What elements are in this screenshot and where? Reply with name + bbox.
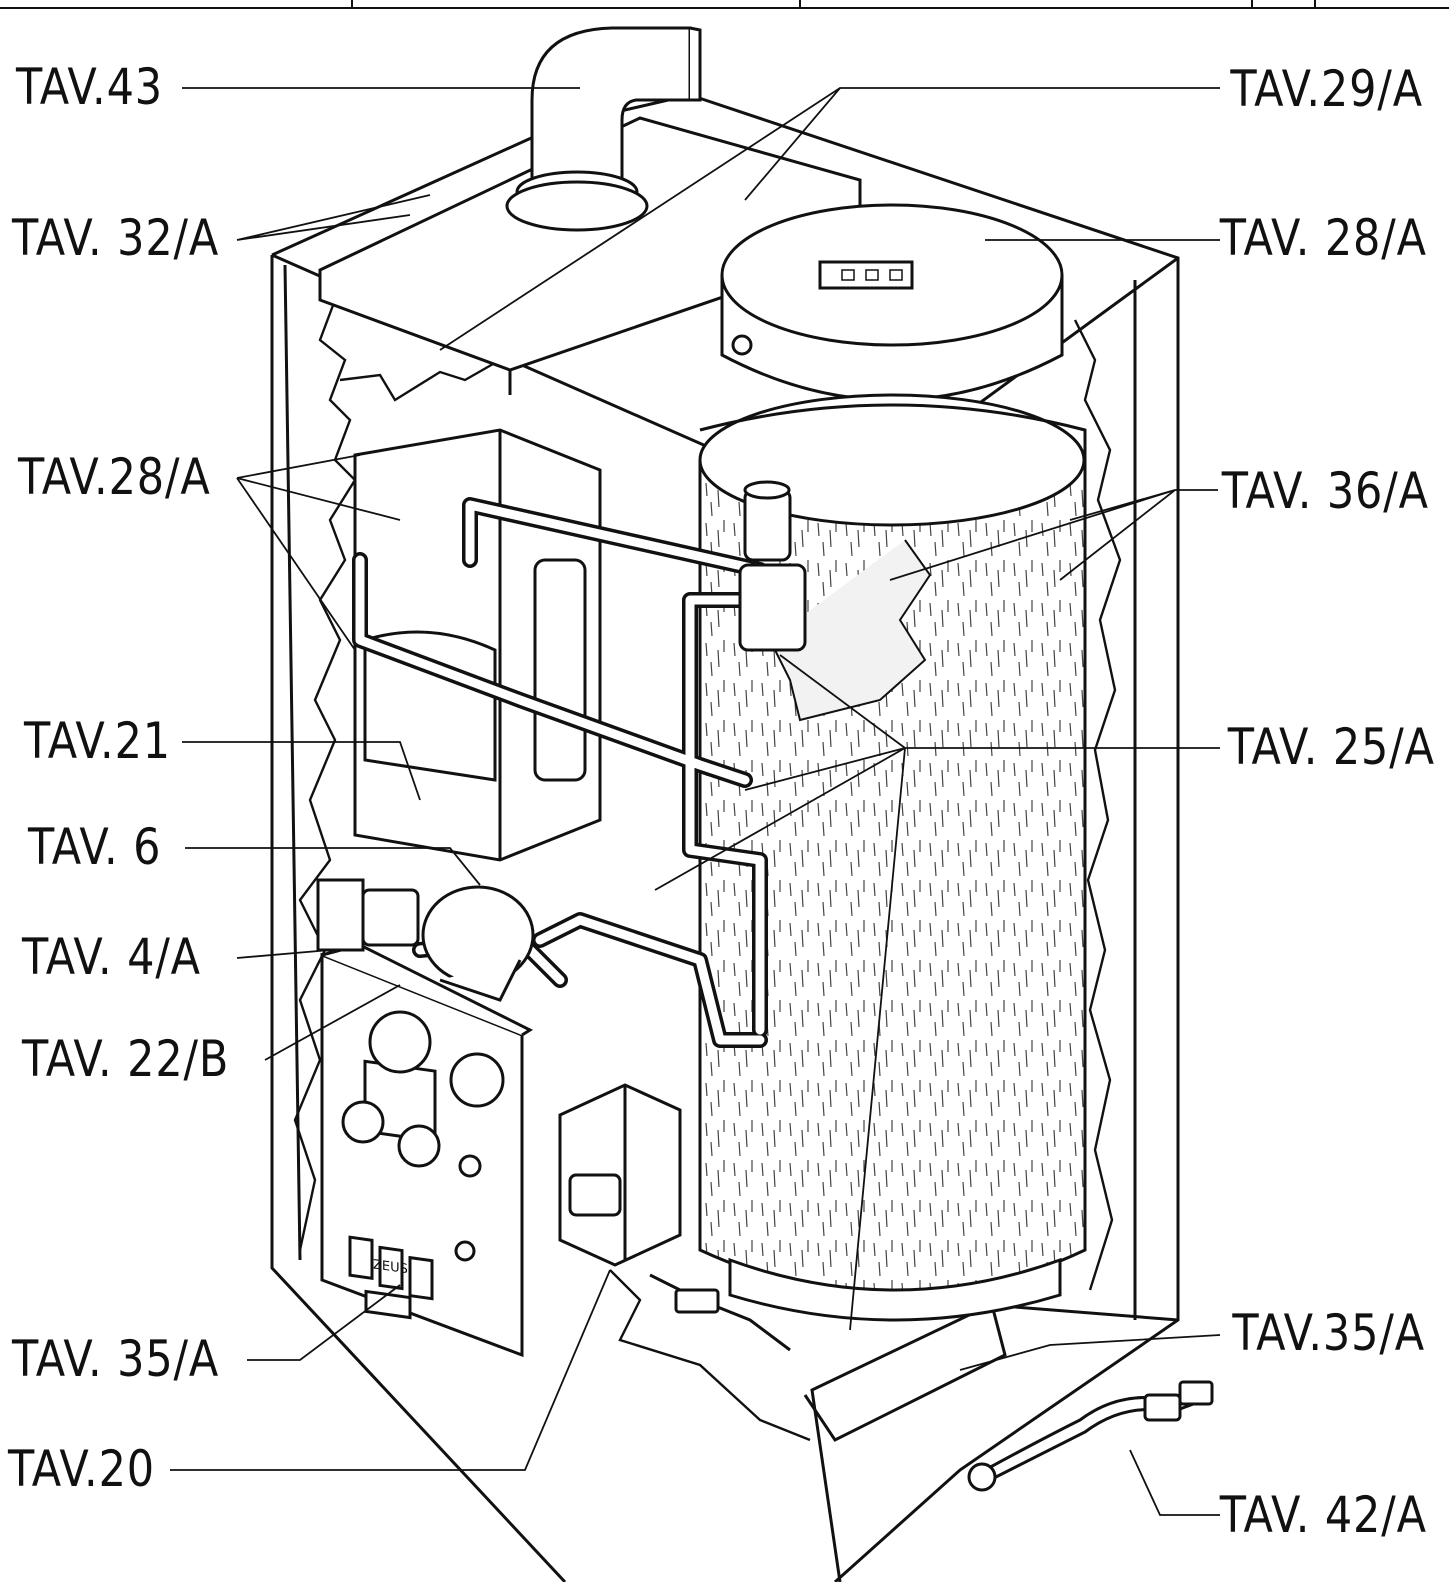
gas-valve bbox=[558, 1083, 682, 1267]
label-tav-6: TAV. 6 bbox=[28, 818, 162, 876]
leader-lines bbox=[170, 87, 1221, 1516]
label-tav-42a: TAV. 42/A bbox=[1219, 1486, 1427, 1544]
combustion-chamber bbox=[353, 428, 602, 862]
air-vent bbox=[738, 480, 807, 652]
label-tav-32a: TAV. 32/A bbox=[12, 209, 220, 267]
label-tav-43: TAV.43 bbox=[16, 58, 164, 116]
label-tav-35a-right: TAV.35/A bbox=[1232, 1304, 1425, 1362]
label-tav-21: TAV.21 bbox=[24, 712, 172, 770]
circulation-pump bbox=[421, 885, 535, 1002]
sheet-border bbox=[0, 0, 1449, 9]
label-tav-28a-left: TAV.28/A bbox=[18, 448, 211, 506]
label-tav-22b: TAV. 22/B bbox=[22, 1030, 230, 1088]
label-tav-25a: TAV. 25/A bbox=[1227, 718, 1435, 776]
label-tav-36a: TAV. 36/A bbox=[1221, 462, 1429, 520]
brand-plate: ZEUS bbox=[373, 1257, 408, 1277]
label-tav-28a-right: TAV. 28/A bbox=[1219, 209, 1427, 267]
label-tav-29a: TAV.29/A bbox=[1230, 60, 1423, 118]
label-tav-35a-left: TAV. 35/A bbox=[12, 1330, 220, 1388]
flue-elbow bbox=[505, 26, 702, 232]
label-tav-4a: TAV. 4/A bbox=[22, 928, 201, 986]
control-panel bbox=[320, 943, 534, 1358]
cutaway-edges bbox=[293, 269, 1122, 1442]
pressure-switch bbox=[316, 878, 420, 952]
pipe-kit bbox=[649, 1273, 1214, 1492]
label-tav-20: TAV.20 bbox=[8, 1440, 156, 1498]
expansion-tank bbox=[720, 203, 1064, 402]
